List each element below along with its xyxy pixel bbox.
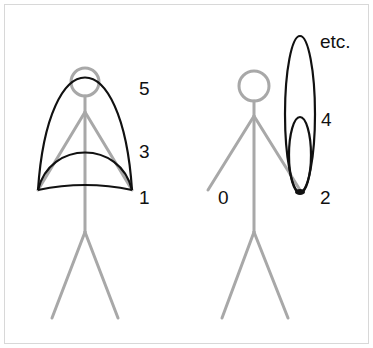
- left-stick-figure: [38, 68, 132, 318]
- callout-number: 0: [218, 188, 229, 207]
- motion-loops: [285, 36, 315, 193]
- callout-number: 3: [139, 142, 150, 161]
- right-stick-figure: [208, 71, 300, 318]
- callout-number: 4: [321, 110, 332, 129]
- hand-dot: [295, 189, 305, 195]
- callout-number: 5: [139, 79, 150, 98]
- callout-number: 1: [139, 188, 150, 207]
- motion-arcs: [38, 78, 132, 191]
- callout-number: etc.: [320, 32, 351, 51]
- frame: [5, 5, 369, 344]
- callout-number: 2: [320, 188, 331, 207]
